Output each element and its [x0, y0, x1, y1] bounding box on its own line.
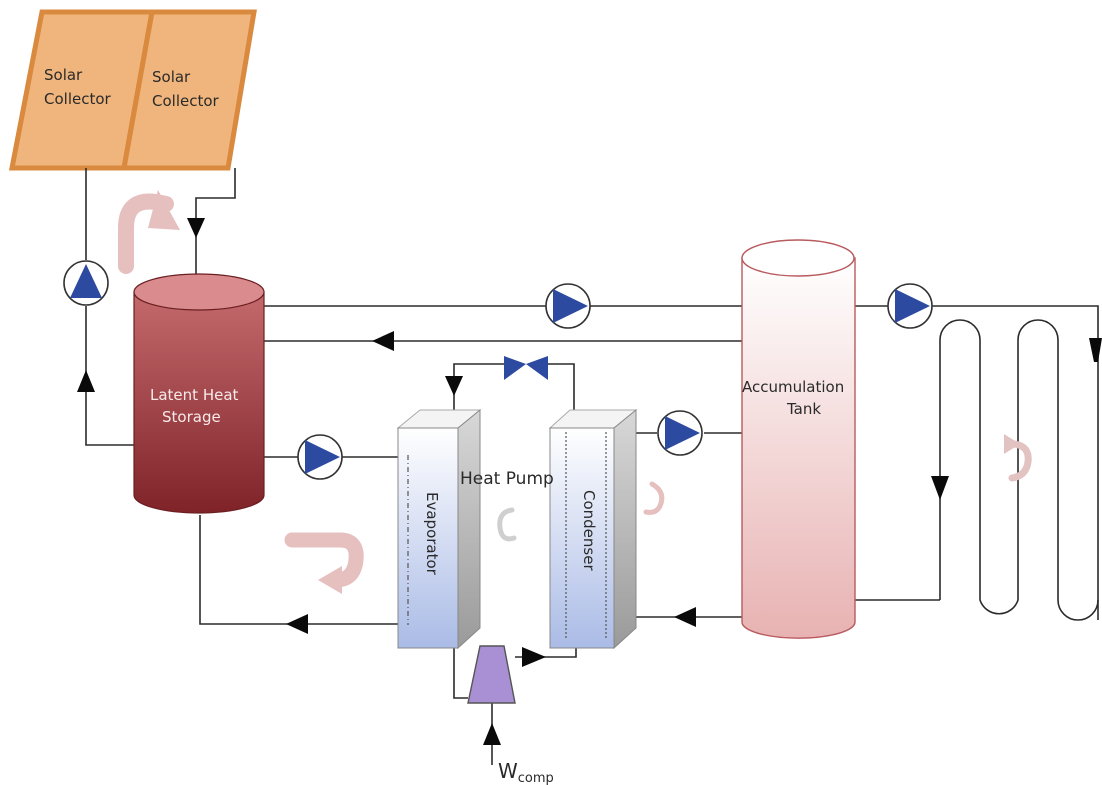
arrow-left-tank-to-storage [372, 331, 394, 351]
condenser: Condenser [548, 408, 638, 650]
flow-arrows [77, 218, 1102, 745]
compressor [467, 645, 516, 704]
curl-coil [1008, 440, 1032, 482]
pump-collector-loop [63, 260, 109, 306]
arrow-up-work-input [483, 723, 501, 745]
accumulation-tank-label: Accumulation Tank [742, 378, 849, 418]
arrow-up-collector-return [77, 370, 95, 392]
latent-heat-storage: Latent Heat Storage [133, 273, 265, 514]
curl-heat-pump [497, 507, 517, 542]
flow-curls [118, 190, 1032, 594]
solar-collector-2-label: Solar Collector [152, 68, 220, 110]
arrow-down-coil-right [1089, 338, 1102, 362]
evaporator: Evaporator [396, 408, 482, 650]
arrow-right-compressor-out [522, 647, 546, 667]
arrow-left-evaporator-return [286, 614, 308, 634]
curl-condenser [643, 481, 665, 515]
curl-storage-evaporator [284, 532, 364, 588]
work-input-label: Wcomp [498, 759, 554, 785]
arrow-down-into-storage [187, 218, 205, 238]
condenser-label: Condenser [580, 490, 598, 571]
pump-tank-to-coil [887, 283, 933, 329]
arrow-down-coil-left [931, 476, 949, 500]
arrow-down-evaporator-inlet [445, 376, 463, 396]
arrow-left-tank-to-condenser [674, 607, 696, 627]
expansion-valve [504, 356, 548, 380]
solar-collector-2: Solar Collector [121, 9, 257, 171]
latent-heat-storage-label: Latent Heat Storage [150, 386, 243, 426]
evaporator-label: Evaporator [423, 492, 441, 576]
pump-storage-to-evaporator [297, 434, 343, 480]
solar-collector-1-label: Solar Collector [44, 66, 112, 108]
curl-coil-head [1004, 434, 1020, 454]
curl-storage-evaporator-head [318, 566, 342, 594]
pump-condenser-to-tank [657, 410, 703, 456]
accumulation-tank: Accumulation Tank [741, 239, 856, 639]
pump-storage-to-tank [545, 283, 591, 329]
curl-collector-head [148, 190, 180, 230]
heat-pump-label: Heat Pump [460, 469, 554, 489]
